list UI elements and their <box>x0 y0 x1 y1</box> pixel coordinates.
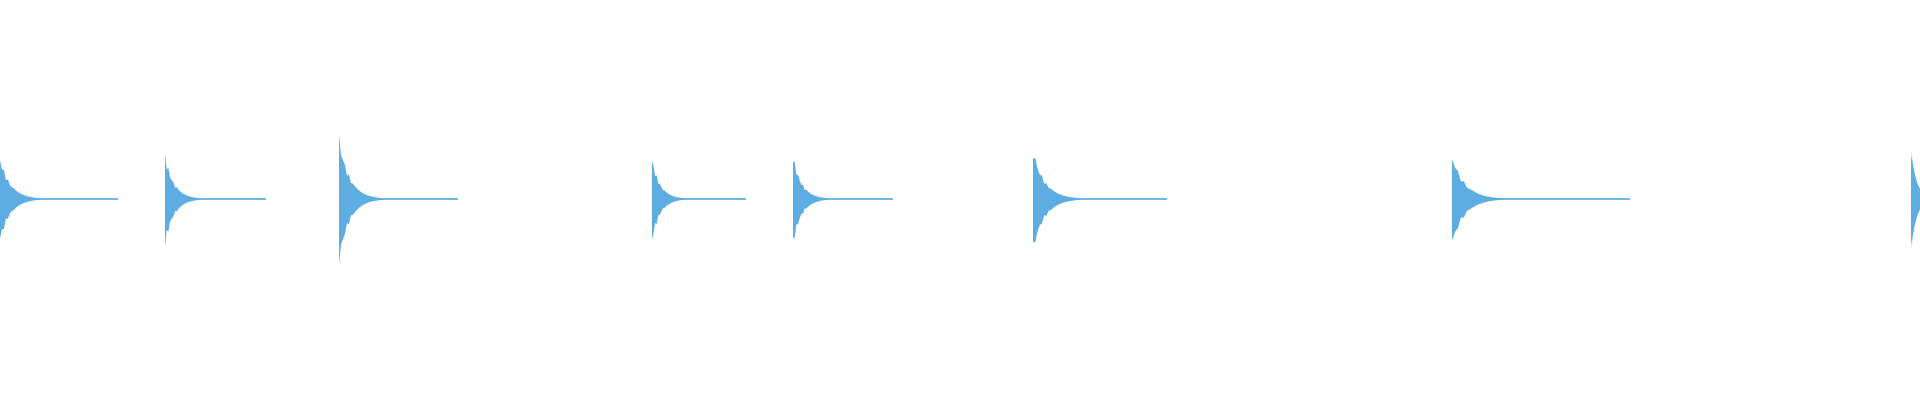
waveform-transient <box>1033 157 1167 243</box>
waveform-transient <box>793 161 893 239</box>
waveform-transient <box>339 135 458 266</box>
waveform-transient <box>1911 149 1920 251</box>
waveform-transient <box>165 153 266 247</box>
waveform-transients <box>0 135 1920 266</box>
waveform-transient <box>1452 159 1630 241</box>
waveform-transient <box>652 160 746 240</box>
